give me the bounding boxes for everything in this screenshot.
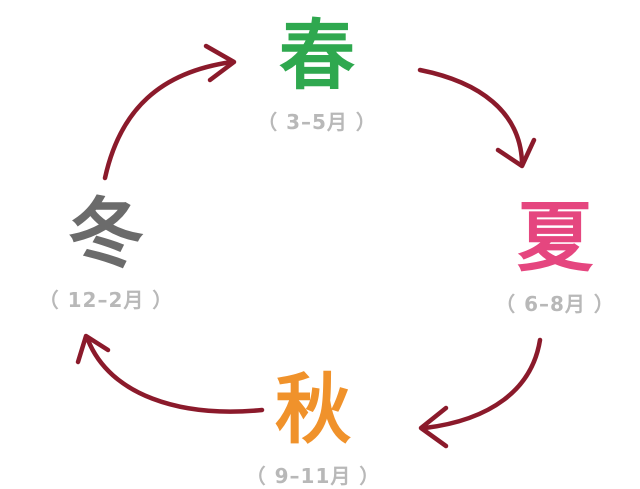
season-range-winter: （ 12–2月 ） [38, 288, 174, 312]
season-name-winter: 冬 [68, 189, 144, 278]
arrow-head-winter-to-spring [203, 43, 237, 83]
season-range-spring: （ 3–5月 ） [257, 110, 377, 134]
arrow-head-summer-to-autumn [418, 405, 449, 449]
season-summer: 夏 （ 6–8月 ） [455, 200, 640, 317]
season-name-spring: 春 [279, 11, 355, 100]
arrow-winter-to-spring [102, 59, 235, 181]
arrow-summer-to-autumn [422, 337, 543, 431]
arrow-autumn-to-winter [85, 337, 265, 414]
arrow-spring-to-summer [417, 67, 525, 165]
season-autumn: 秋 （ 9–11月 ） [213, 372, 413, 489]
season-spring: 春 （ 3–5月 ） [217, 18, 417, 135]
arrow-head-autumn-to-winter [75, 333, 111, 365]
season-name-autumn: 秋 [275, 365, 351, 454]
season-range-summer: （ 6–8月 ） [495, 292, 615, 316]
season-range-autumn: （ 9–11月 ） [245, 464, 381, 488]
arrow-head-spring-to-summer [495, 137, 537, 169]
season-winter: 冬 （ 12–2月 ） [6, 196, 206, 313]
season-name-summer: 夏 [517, 193, 593, 282]
